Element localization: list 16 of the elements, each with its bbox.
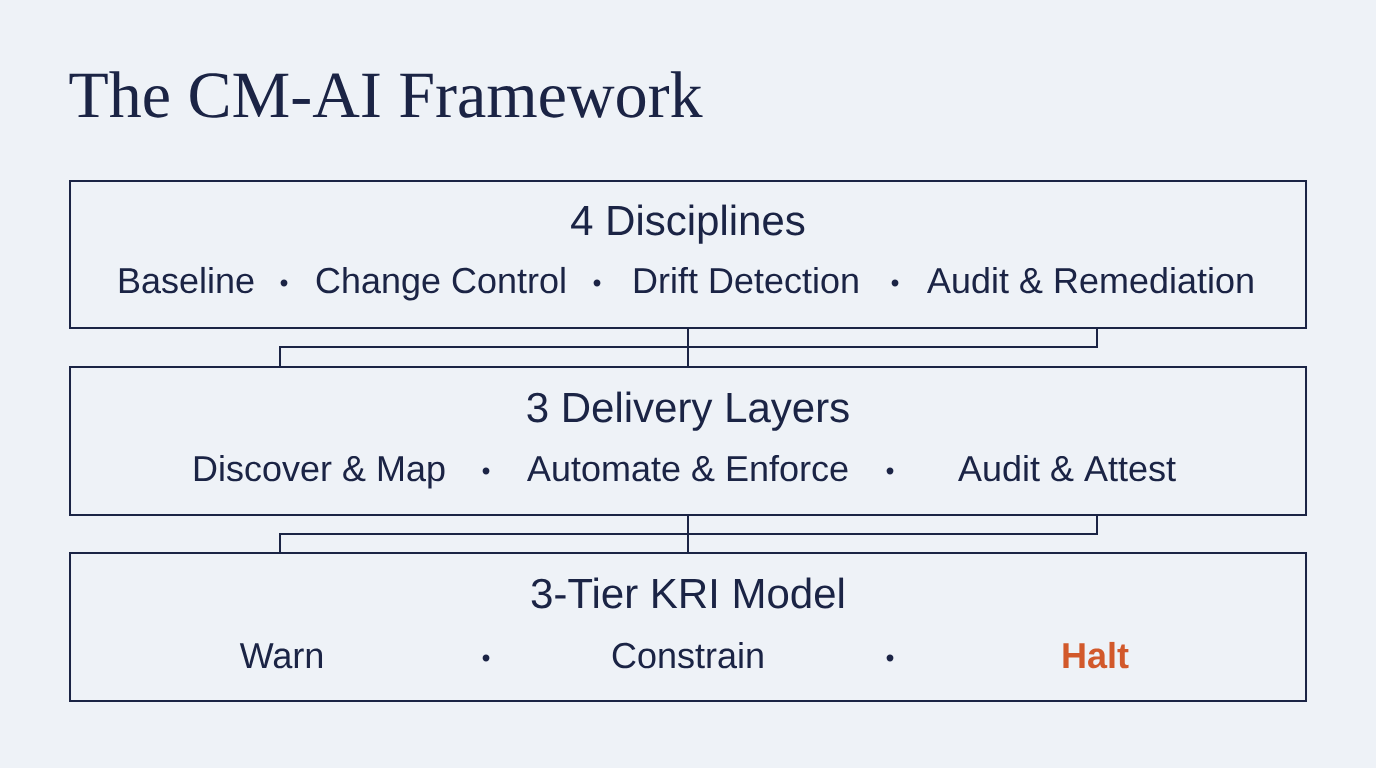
- connector: [279, 515, 1098, 553]
- list-item: Halt: [1063, 641, 1129, 669]
- list-item: Audit & Remediation: [927, 266, 1253, 294]
- list-item: Automate & Enforce: [527, 454, 848, 482]
- list-item: Warn: [239, 643, 322, 669]
- title: The CM-AI Framework: [69, 71, 703, 118]
- list-item: Audit & Attest: [958, 454, 1176, 482]
- list-item: Change Control: [316, 266, 565, 301]
- box-heading: 3-Tier KRI Model: [531, 577, 844, 609]
- list-item: Drift Detection: [634, 266, 858, 294]
- connector: [279, 328, 1098, 367]
- list-item: Discover & Map: [194, 454, 445, 489]
- box-heading: 3 Delivery Layers: [527, 391, 849, 431]
- list-item: Constrain: [612, 641, 763, 669]
- box-heading: 4 Disciplines: [571, 204, 805, 244]
- list-item: Baseline: [119, 266, 254, 294]
